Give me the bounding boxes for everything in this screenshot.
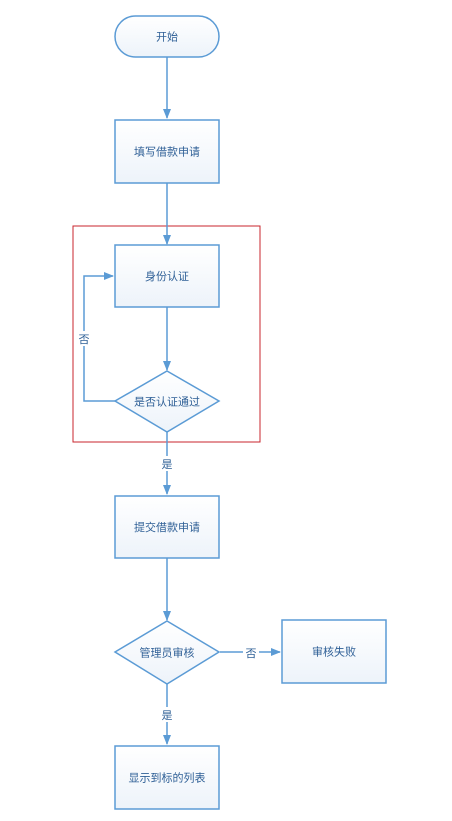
label-review-yes: 是 [162, 709, 173, 722]
node-fill-application: 填写借款申请 [114, 119, 220, 184]
label-review-no: 否 [246, 647, 257, 660]
node-submit-application-label: 提交借款申请 [134, 520, 200, 534]
node-admin-review: 管理员审核 [113, 620, 221, 685]
node-start-label: 开始 [156, 30, 178, 44]
node-review-failed: 审核失败 [281, 619, 387, 684]
node-fill-application-label: 填写借款申请 [134, 145, 200, 159]
node-verification-decision-label: 是否认证通过 [134, 396, 200, 409]
node-verification-decision: 是否认证通过 [113, 370, 221, 433]
node-identity-verification-label: 身份认证 [145, 269, 189, 283]
node-review-failed-label: 审核失败 [312, 645, 356, 659]
node-identity-verification: 身份认证 [114, 244, 220, 308]
node-admin-review-label: 管理员审核 [140, 646, 195, 660]
node-start: 开始 [114, 15, 220, 58]
node-show-target-list: 显示到标的列表 [114, 745, 220, 810]
label-verify-no: 否 [79, 333, 90, 346]
node-show-target-list-label: 显示到标的列表 [129, 771, 206, 785]
label-verify-yes: 是 [162, 458, 173, 471]
node-submit-application: 提交借款申请 [114, 495, 220, 559]
